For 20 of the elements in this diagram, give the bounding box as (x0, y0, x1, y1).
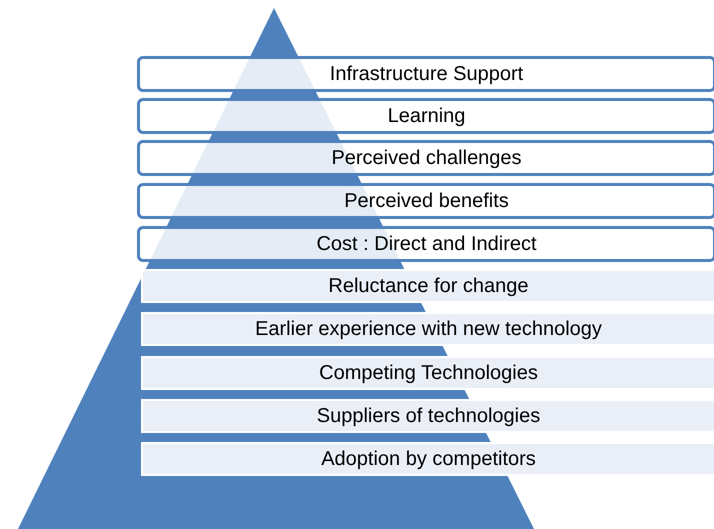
pyramid-level (141, 399, 714, 433)
pyramid-level (137, 140, 714, 176)
level-label: Suppliers of technologies (316, 404, 540, 428)
pyramid-level (141, 356, 714, 390)
level-label: Infrastructure Support (330, 62, 524, 86)
pyramid-level (141, 442, 714, 476)
level-label: Competing Technologies (319, 362, 538, 384)
level-label: Reluctance for change (328, 274, 529, 298)
pyramid-level (137, 56, 714, 92)
level-label: Perceived benefits (344, 190, 509, 212)
level-label: Perceived challenges (331, 146, 522, 170)
level-label: Adoption by competitors (321, 448, 536, 470)
pyramid-level (137, 98, 714, 134)
pyramid-level (137, 183, 714, 219)
level-label: Learning (388, 104, 466, 128)
pyramid-level (141, 312, 714, 346)
pyramid-level (141, 269, 714, 303)
pyramid-level (137, 226, 714, 262)
level-label: Earlier experience with new technology (255, 318, 602, 340)
level-label: Cost : Direct and Indirect (316, 232, 537, 256)
